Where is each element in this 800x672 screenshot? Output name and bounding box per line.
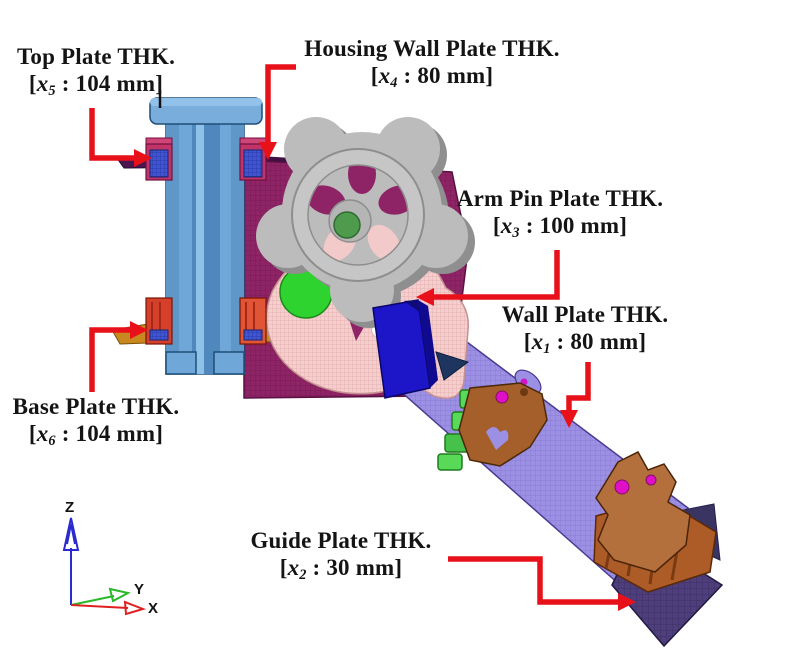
y-axis-label: Y xyxy=(134,581,144,598)
label-title: Guide Plate THK. xyxy=(250,528,432,553)
label-housing-wall-plate: Housing Wall Plate THK. [x4 : 80 mm] xyxy=(292,36,572,91)
arrow-guide-plate xyxy=(448,556,636,611)
column-foot xyxy=(165,351,197,375)
label-wall-plate: Wall Plate THK. [x1 : 80 mm] xyxy=(475,302,695,357)
pin-dot xyxy=(645,474,657,486)
arrow-housing-wall-plate xyxy=(259,64,296,160)
label-title: Base Plate THK. xyxy=(12,394,180,419)
label-base-plate: Base Plate THK. [x6 : 104 mm] xyxy=(0,394,192,449)
label-title: Top Plate THK. xyxy=(16,44,176,69)
arm-bracket-middle xyxy=(458,382,548,467)
arrow-base-plate xyxy=(89,321,148,392)
label-title: Housing Wall Plate THK. xyxy=(304,36,560,61)
arrow-wall-plate xyxy=(560,362,591,428)
z-axis-label: Z xyxy=(65,499,74,516)
label-value: [x2 : 30 mm] xyxy=(279,554,403,583)
top-flange-plate xyxy=(149,97,263,125)
label-value: [x4 : 80 mm] xyxy=(370,62,494,91)
z-axis xyxy=(62,517,80,605)
base-bracket xyxy=(145,297,267,345)
pin-dot xyxy=(495,390,509,404)
arm-navy-marker xyxy=(435,351,470,381)
support-column xyxy=(145,97,267,375)
label-title: Wall Plate THK. xyxy=(501,302,669,327)
label-value: [x3 : 100 mm] xyxy=(492,212,628,241)
label-value: [x1 : 80 mm] xyxy=(523,328,647,357)
label-title: Arm Pin Plate THK. xyxy=(456,186,664,211)
arrow-top-plate xyxy=(89,108,152,167)
axis-triad: Z Y X xyxy=(62,499,158,617)
hub-green xyxy=(333,211,361,239)
label-arm-pin-plate: Arm Pin Plate THK. [x3 : 100 mm] xyxy=(440,186,680,241)
pin-dot xyxy=(614,479,630,495)
label-guide-plate: Guide Plate THK. [x2 : 30 mm] xyxy=(232,528,450,583)
label-top-plate: Top Plate THK. [x5 : 104 mm] xyxy=(0,44,192,99)
handwheel xyxy=(256,117,475,328)
annotation-arrows xyxy=(89,64,636,611)
arm-bracket-right xyxy=(595,451,691,573)
pin-dot xyxy=(520,388,528,396)
arrow-arm-pin-plate xyxy=(416,250,560,306)
x-axis-label: X xyxy=(148,600,158,617)
column-foot xyxy=(213,351,245,375)
arm-pin-plate-shape xyxy=(372,299,438,399)
y-axis xyxy=(70,587,131,606)
x-axis xyxy=(70,600,147,616)
top-bracket xyxy=(145,137,267,181)
label-value: [x6 : 104 mm] xyxy=(28,420,164,449)
label-value: [x5 : 104 mm] xyxy=(28,70,164,99)
